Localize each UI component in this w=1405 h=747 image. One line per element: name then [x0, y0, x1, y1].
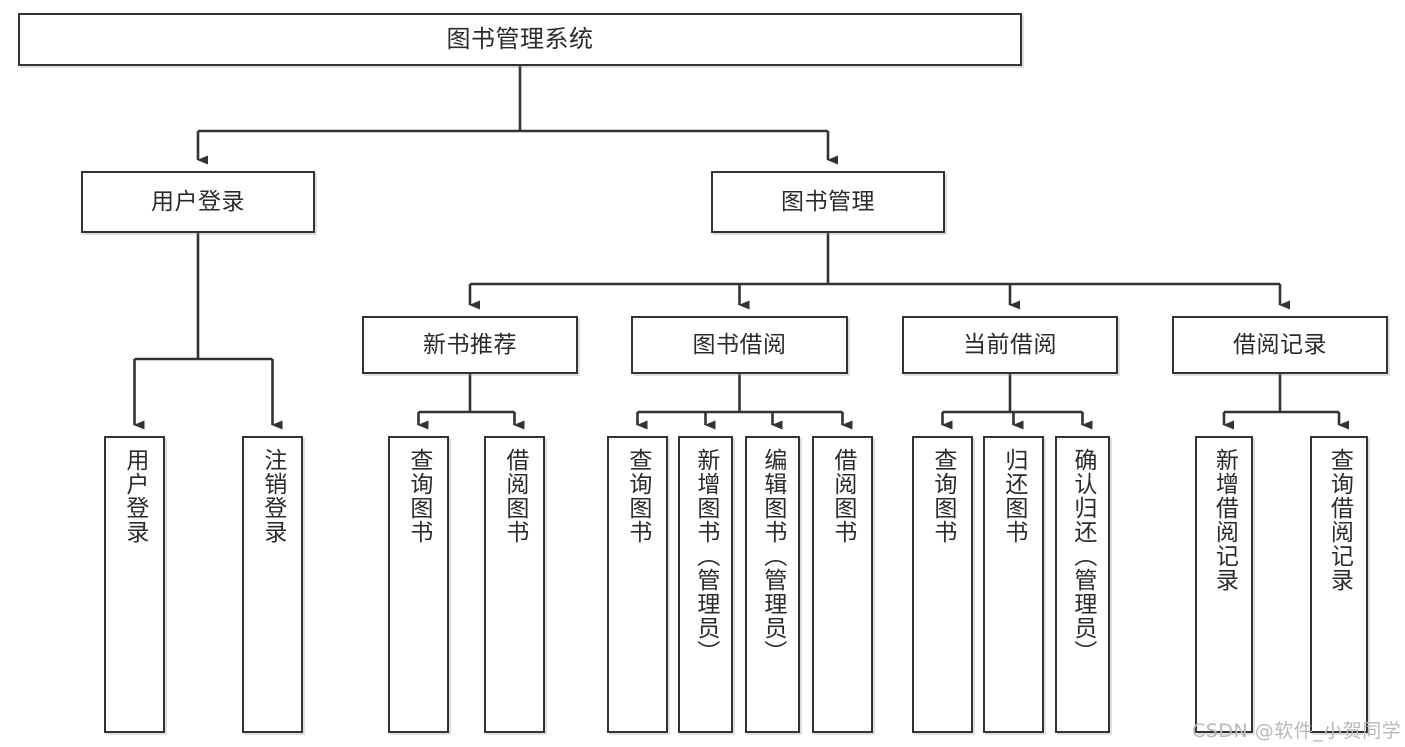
node-book-borrow[interactable]: 图书借阅: [631, 316, 848, 374]
node-label: 用户登录: [151, 188, 245, 215]
node-leaf-borrow-book-2[interactable]: 借阅图书: [812, 436, 873, 733]
node-label: 编辑图书（管理员）: [759, 448, 786, 664]
node-label: 新书推荐: [423, 331, 517, 358]
node-label: 图书借阅: [692, 331, 787, 358]
node-label: 注销登录: [259, 448, 286, 544]
node-label: 当前借阅: [963, 331, 1057, 358]
csdn-watermark: CSDN @软件_小贺同学: [1192, 720, 1402, 742]
node-new-book-rec[interactable]: 新书推荐: [362, 316, 578, 374]
node-label: 借阅记录: [1233, 331, 1327, 358]
node-leaf-return-book[interactable]: 归还图书: [983, 436, 1044, 733]
node-label: 查询图书: [929, 448, 956, 544]
node-leaf-add-book[interactable]: 新增图书（管理员）: [678, 436, 733, 733]
node-label: 归还图书: [1000, 448, 1027, 544]
node-label: 图书管理系统: [446, 24, 594, 53]
node-book-manage[interactable]: 图书管理: [711, 171, 945, 233]
node-leaf-query-record[interactable]: 查询借阅记录: [1310, 436, 1368, 733]
node-leaf-query-book-1[interactable]: 查询图书: [388, 436, 449, 733]
node-label: 借阅图书: [501, 448, 528, 544]
node-leaf-query-book-3[interactable]: 查询图书: [912, 436, 973, 733]
node-label: 查询图书: [405, 448, 432, 544]
node-label: 借阅图书: [829, 448, 856, 544]
node-leaf-add-record[interactable]: 新增借阅记录: [1195, 436, 1253, 733]
node-leaf-confirm-return[interactable]: 确认归还（管理员）: [1055, 436, 1110, 733]
node-label: 新增借阅记录: [1211, 448, 1238, 592]
node-leaf-borrow-book-1[interactable]: 借阅图书: [484, 436, 545, 733]
node-label: 用户登录: [121, 448, 148, 544]
node-leaf-edit-book[interactable]: 编辑图书（管理员）: [745, 436, 800, 733]
node-leaf-logout-login[interactable]: 注销登录: [242, 436, 303, 733]
node-current-borrow[interactable]: 当前借阅: [902, 316, 1118, 374]
node-user-login[interactable]: 用户登录: [81, 171, 315, 233]
node-label: 查询借阅记录: [1326, 448, 1353, 592]
node-borrow-record[interactable]: 借阅记录: [1172, 316, 1388, 374]
node-label: 新增图书（管理员）: [692, 448, 719, 664]
node-leaf-query-book-2[interactable]: 查询图书: [607, 436, 668, 733]
node-label: 查询图书: [624, 448, 651, 544]
node-root[interactable]: 图书管理系统: [18, 13, 1022, 66]
node-label: 确认归还（管理员）: [1069, 448, 1096, 664]
node-label: 图书管理: [781, 188, 875, 215]
node-leaf-user-login[interactable]: 用户登录: [104, 436, 165, 733]
